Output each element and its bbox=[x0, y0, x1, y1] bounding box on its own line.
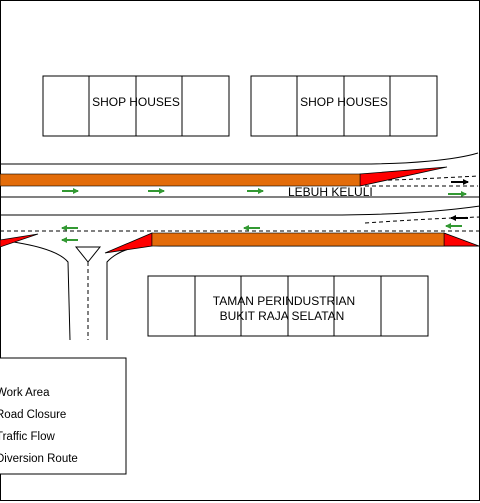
taman-perindustrian-block: TAMAN PERINDUSTRIAN BUKIT RAJA SELATAN bbox=[147, 275, 429, 337]
taman-label-line1: TAMAN PERINDUSTRIAN bbox=[213, 294, 355, 308]
road-closure-top bbox=[0, 173, 361, 187]
legend-item-work-area: Work Area bbox=[0, 387, 50, 399]
work-area-left bbox=[0, 233, 39, 248]
legend-item-traffic-flow: Traffic Flow bbox=[0, 431, 55, 443]
road-closure-bottom bbox=[151, 232, 445, 247]
road-closures bbox=[0, 173, 445, 247]
lane-dividers bbox=[0, 175, 480, 340]
shop-houses-left: SHOP HOUSES bbox=[42, 75, 230, 137]
diversion-arrows bbox=[450, 179, 469, 221]
work-areas bbox=[0, 166, 480, 254]
taman-label-line2: BUKIT RAJA SELATAN bbox=[220, 309, 345, 323]
shop-houses-right-label: SHOP HOUSES bbox=[300, 95, 388, 109]
shop-houses-left-label: SHOP HOUSES bbox=[92, 95, 180, 109]
legend-item-road-closure: Road Closure bbox=[0, 409, 66, 421]
work-area-mid bbox=[104, 232, 153, 254]
work-area-right bbox=[443, 232, 480, 247]
legend: Work Area Road Closure Traffic Flow Dive… bbox=[0, 357, 127, 475]
shop-houses-right: SHOP HOUSES bbox=[250, 75, 438, 137]
traffic-flow-arrows bbox=[61, 188, 467, 243]
work-area-top-right bbox=[359, 166, 448, 187]
road-name-label: LEBUH KELULI bbox=[288, 185, 373, 199]
legend-item-diversion-route: Diversion Route bbox=[0, 453, 78, 465]
traffic-island bbox=[74, 246, 102, 263]
legend-box bbox=[0, 357, 127, 475]
